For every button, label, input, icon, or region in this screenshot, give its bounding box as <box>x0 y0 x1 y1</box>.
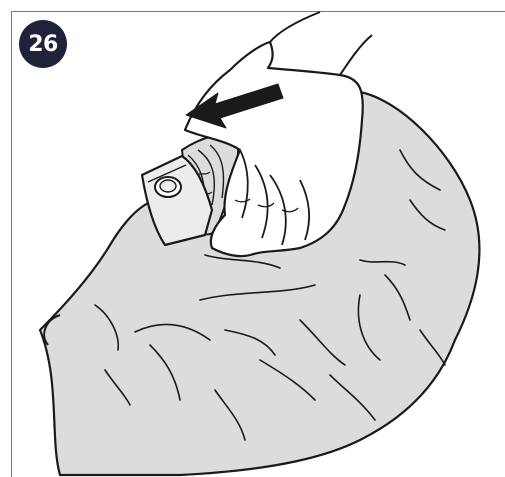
step-number: 26 <box>28 32 58 57</box>
step-number-badge: 26 <box>19 20 67 68</box>
